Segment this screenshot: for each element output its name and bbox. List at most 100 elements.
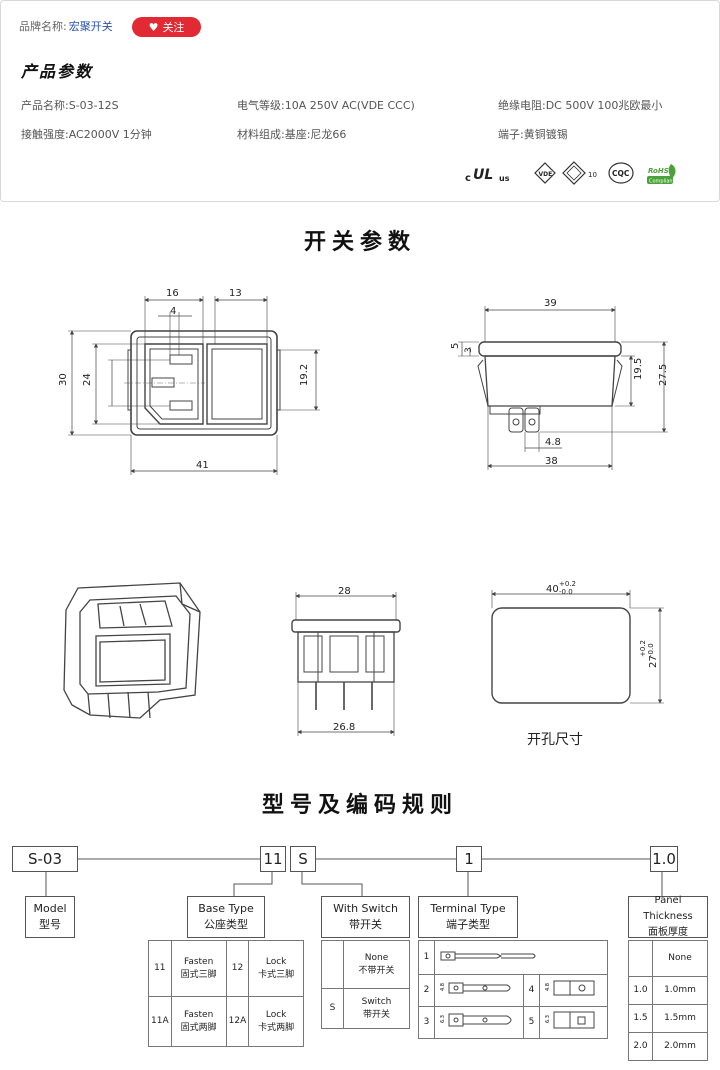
terminal-type-table: 1 2 4.8 4 4.8 xyxy=(418,940,608,1039)
cert-logos: c UL us VDE 10 CQC RoHS Compliant xyxy=(465,161,676,185)
terminal-type-en: Terminal Type xyxy=(430,902,506,915)
svg-text:Compliant: Compliant xyxy=(649,179,675,185)
terminal-shape-2: 4.8 xyxy=(434,974,524,1007)
svg-text:6.3: 6.3 xyxy=(440,1015,446,1023)
brand-row: 品牌名称:宏聚开关 xyxy=(19,18,113,34)
dim-19-5: 19.5 xyxy=(633,358,644,380)
terminal-type-cn: 端子类型 xyxy=(446,918,490,931)
panel-val-1-5: 1.5mm xyxy=(652,1004,708,1033)
table-row: 1 xyxy=(418,940,608,975)
follow-button[interactable]: ♥ 关注 xyxy=(132,17,201,37)
param-product-name: 产品名称:S-03-12S xyxy=(21,99,119,112)
with-switch-en: With Switch xyxy=(333,902,398,915)
terminal-4-icon: 4.8 xyxy=(545,980,595,996)
brand-label: 品牌名称: xyxy=(19,20,67,33)
panel-val-none: None xyxy=(652,940,708,977)
product-params-heading: 产品参数 xyxy=(21,62,94,81)
code-rule-title: 型号及编码规则 xyxy=(261,793,458,818)
panel-thickness-table: None 1.0 1.0mm 1.5 1.5mm 2.0 2.0mm xyxy=(628,940,708,1061)
dim-5: 5 xyxy=(450,343,461,349)
table-row: 1.5 1.5mm xyxy=(628,1004,708,1033)
dim-40: 40 xyxy=(546,584,559,595)
cutout-caption: 开孔尺寸 xyxy=(527,732,583,748)
switch-params-title: 开关参数 xyxy=(303,230,416,255)
code-1-0: 1.0 xyxy=(650,846,678,872)
svg-text:4.8: 4.8 xyxy=(545,983,551,991)
code-1: 1 xyxy=(456,846,482,872)
param-dielectric: 接触强度:AC2000V 1分钟 xyxy=(21,128,152,141)
code-connectors xyxy=(45,858,663,896)
dim-24: 24 xyxy=(82,373,93,386)
table-row: None xyxy=(628,940,708,977)
isometric-view-drawing xyxy=(63,582,201,719)
svg-text:UL: UL xyxy=(473,167,493,183)
table-row: 2.0 2.0mm xyxy=(628,1032,708,1061)
terminal-1-icon xyxy=(440,951,536,961)
dim-40-tol-up: +0.2 xyxy=(559,580,576,588)
panel-val-1-0: 1.0mm xyxy=(652,976,708,1005)
svg-text:4.8: 4.8 xyxy=(440,983,446,991)
param-insulation: 绝缘电阻:DC 500V 100兆欧最小 xyxy=(498,99,663,112)
model-en: Model xyxy=(33,902,67,915)
terminal-3-icon: 6.3 xyxy=(440,1013,512,1027)
bottom-view-drawing xyxy=(291,592,401,736)
panel-cn: 面板厚度 xyxy=(648,927,688,938)
dimension-drawings: 16 4 13 30 24 19.2 41 39 5 3 19.5 27.5 4… xyxy=(58,288,669,748)
param-rating: 电气等级:10A 250V AC(VDE CCC) xyxy=(237,99,415,112)
base-type-en: Base Type xyxy=(198,902,254,915)
dim-3: 3 xyxy=(464,347,474,353)
code-11: 11 xyxy=(260,846,286,872)
terminal-shape-1 xyxy=(434,940,608,975)
ul-logo-icon: c UL us xyxy=(465,167,510,184)
heart-icon: ♥ xyxy=(148,20,159,34)
dim-28: 28 xyxy=(338,586,351,597)
model-label-box: Model 型号 xyxy=(25,896,75,938)
base-code-12a: 12A xyxy=(225,996,250,1047)
terminal-code-3: 3 xyxy=(418,1006,435,1039)
base-code-12: 12 xyxy=(225,940,250,997)
code-s: S xyxy=(290,846,316,872)
follow-label: 关注 xyxy=(162,21,185,34)
dim-40-tol-dn: -0.0 xyxy=(559,588,573,596)
table-row: 1.0 1.0mm xyxy=(628,976,708,1005)
vde-logo-icon: VDE xyxy=(534,162,556,184)
dim-38: 38 xyxy=(545,456,558,467)
panel-cutout-drawing xyxy=(491,590,664,704)
svg-text:10: 10 xyxy=(588,171,597,179)
dim-4-8: 4.8 xyxy=(545,437,561,448)
product-info-card: 品牌名称:宏聚开关 ♥ 关注 产品参数 产品名称:S-03-12S 电气等级:1… xyxy=(0,0,720,202)
svg-text:VDE: VDE xyxy=(539,171,553,178)
dim-39: 39 xyxy=(544,298,557,309)
terminal-code-5: 5 xyxy=(523,1006,540,1039)
panel-code-1-5: 1.5 xyxy=(628,1004,653,1033)
terminal-code-1: 1 xyxy=(418,940,435,975)
base-type-label-box: Base Type 公座类型 xyxy=(187,896,265,938)
dim-26-8: 26.8 xyxy=(333,722,355,733)
terminal-shape-4: 4.8 xyxy=(539,974,608,1007)
switch-code-none xyxy=(321,940,344,989)
dim-16: 16 xyxy=(166,288,179,299)
base-type-cn: 公座类型 xyxy=(204,918,248,931)
param-material: 材料组成:基座:尼龙66 xyxy=(237,128,347,141)
dim-27-tol-up: +0.2 xyxy=(639,640,647,657)
base-code-11: 11 xyxy=(148,940,172,997)
table-row: 2 4.8 4 4.8 xyxy=(418,974,608,1007)
dim-27-5: 27.5 xyxy=(658,364,669,386)
brand-link[interactable]: 宏聚开关 xyxy=(68,20,113,33)
terminal-5-icon: 6.3 xyxy=(545,1011,595,1029)
dim-27: 27 xyxy=(648,655,659,668)
dim-41: 41 xyxy=(196,460,209,471)
panel-code-2-0: 2.0 xyxy=(628,1032,653,1061)
table-row: 3 6.3 5 6.3 xyxy=(418,1006,608,1039)
rohs-logo-icon: RoHS Compliant xyxy=(647,164,676,185)
side-view-drawing xyxy=(458,306,668,470)
